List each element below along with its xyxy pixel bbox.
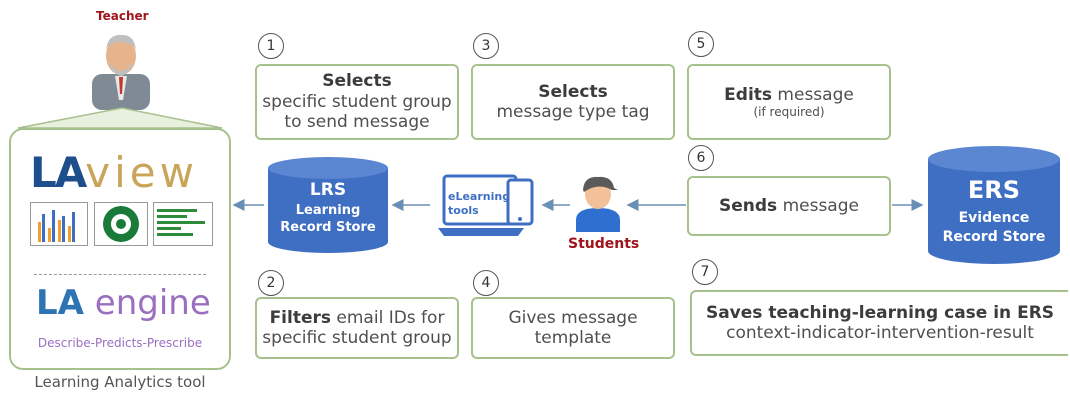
teacher-label: Teacher <box>96 9 149 23</box>
step-1-line1: specific student group <box>262 91 452 112</box>
step-5-sub: (if required) <box>753 105 825 119</box>
laview-la: LA <box>30 148 87 197</box>
step-6-title: Sends <box>719 195 778 216</box>
panel-divider <box>34 274 206 275</box>
laview-view: view <box>85 148 198 197</box>
step-5-badge: 5 <box>688 31 714 57</box>
step-6-rest: message <box>777 195 859 216</box>
step-1-title: Selects <box>322 71 392 92</box>
step-4-badge: 4 <box>473 270 499 296</box>
step-2-line2: specific student group <box>262 328 452 348</box>
ers-line1: Evidence <box>958 210 1030 226</box>
step-4-line2: template <box>534 328 612 348</box>
engine-la: LA <box>36 283 84 323</box>
lrs-database-icon <box>268 157 388 253</box>
step-5-rest: message <box>772 84 854 105</box>
elearning-line2: tools <box>448 204 479 217</box>
step-2-title: Filters <box>269 307 331 328</box>
step-3-line1: message type tag <box>496 102 650 122</box>
step-7-line2: context-indicator-intervention-result <box>726 323 1034 343</box>
step-1-line2: to send message <box>284 112 430 133</box>
radar-chart-icon <box>94 202 148 246</box>
step-5-box: Edits message (if required) <box>687 64 891 140</box>
engine-word: engine <box>94 283 211 323</box>
ers-title: ERS <box>967 176 1021 204</box>
step-6-box: Sends message <box>687 176 891 236</box>
step-7-box: Saves teaching-learning case in ERS cont… <box>690 290 1068 356</box>
hbar-chart-icon <box>153 202 213 246</box>
step-3-badge: 3 <box>473 33 499 59</box>
step-6-badge: 6 <box>688 145 714 171</box>
step-5-title: Edits <box>724 84 773 105</box>
step-4-line1: Gives message <box>508 307 638 328</box>
step-4-box: Gives message template <box>471 297 675 359</box>
step-2-badge: 2 <box>258 270 284 296</box>
step-7-title: Saves teaching-learning case in ERS <box>705 302 1055 323</box>
step-7-badge: 7 <box>692 259 718 285</box>
laptop-phone-icon <box>438 174 534 236</box>
ers-database-icon <box>928 146 1060 264</box>
elearning-line1: eLearning <box>448 190 511 203</box>
lrs-title: LRS <box>309 180 347 200</box>
step-2-box: Filters email IDs for specific student g… <box>255 297 459 359</box>
student-icon <box>576 176 620 232</box>
laview-logo: LAview <box>30 152 198 194</box>
step-1-badge: 1 <box>258 33 284 59</box>
step-3-box: Selects message type tag <box>471 64 675 140</box>
la-tool-panel <box>9 128 231 370</box>
lrs-line1: Learning <box>295 203 361 218</box>
students-label: Students <box>568 236 640 252</box>
engine-subtitle: Describe-Predicts-Prescribe <box>37 336 203 350</box>
la-tool-caption: Learning Analytics tool <box>34 373 206 391</box>
teacher-icon <box>92 34 150 110</box>
bar-chart-icon <box>30 202 88 246</box>
step-2-rest: email IDs for <box>331 307 445 328</box>
lrs-line2: Record Store <box>280 220 376 235</box>
step-1-box: Selects specific student group to send m… <box>255 64 459 140</box>
ers-line2: Record Store <box>942 229 1046 245</box>
step-3-title: Selects <box>538 81 608 102</box>
la-engine-logo: LA engine <box>36 284 211 322</box>
